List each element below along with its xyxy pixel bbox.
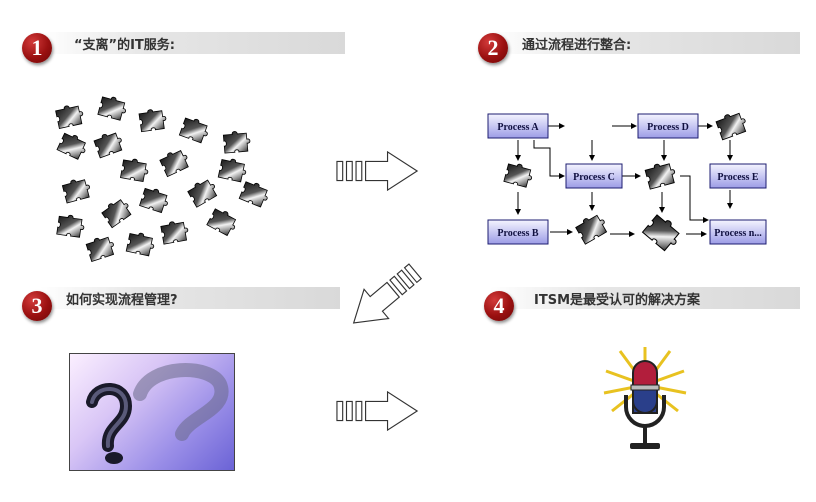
section-1-title: “支离”的IT服务:: [74, 34, 175, 53]
scattered-puzzle-pieces: [50, 90, 280, 265]
section-4-number-badge: 4: [484, 291, 514, 321]
striped-arrow-icon: [342, 256, 424, 338]
process-b-label: Process B: [497, 228, 539, 239]
process-n-label: Process n...: [714, 228, 762, 239]
process-e-box: Process E: [710, 164, 766, 188]
process-a-label: Process A: [497, 122, 539, 133]
puzzle-piece-icon: [139, 108, 168, 132]
section-2-number-badge: 2: [478, 33, 508, 63]
process-n-box: Process n...: [710, 220, 766, 244]
puzzle-piece-icon: [93, 130, 124, 158]
puzzle-piece-icon: [98, 94, 128, 121]
puzzle-piece-icon: [574, 211, 609, 244]
puzzle-piece-icon: [218, 157, 248, 183]
process-e-label: Process E: [717, 172, 759, 183]
question-mark-icon: [70, 354, 234, 470]
puzzle-piece-icon: [179, 116, 210, 144]
puzzle-piece-icon: [159, 147, 191, 177]
process-b-box: Process B: [488, 220, 548, 244]
puzzle-piece-icon: [55, 103, 85, 129]
puzzle-piece-icon: [223, 130, 251, 153]
process-d-box: Process D: [638, 114, 698, 138]
process-a-box: Process A: [488, 114, 548, 138]
process-c-box: Process C: [566, 164, 622, 188]
process-diagram: Process A Process D Process C Process E …: [484, 100, 774, 260]
striped-arrow-icon: [335, 390, 421, 432]
section-2-title: 通过流程进行整合:: [522, 34, 631, 53]
puzzle-piece-icon: [644, 160, 677, 189]
puzzle-piece-icon: [100, 196, 133, 228]
section-3-title: 如何实现流程管理?: [66, 289, 178, 308]
puzzle-piece-icon: [504, 161, 534, 188]
puzzle-piece-icon: [160, 219, 189, 244]
puzzle-piece-icon: [207, 207, 240, 237]
puzzle-piece-icon: [57, 214, 86, 238]
question-mark-image: [69, 353, 235, 471]
puzzle-piece-icon: [643, 212, 684, 253]
puzzle-piece-icon: [186, 176, 219, 207]
puzzle-piece-icon: [62, 176, 92, 203]
striped-arrow-icon: [335, 150, 421, 192]
puzzle-piece-icon: [85, 234, 116, 262]
process-d-label: Process D: [647, 122, 689, 133]
section-1-number-badge: 1: [22, 33, 52, 63]
microphone-icon: [600, 345, 690, 455]
puzzle-piece-icon: [239, 179, 271, 208]
puzzle-piece-icon: [715, 110, 749, 140]
puzzle-piece-icon: [140, 186, 171, 214]
section-3-number-badge: 3: [22, 291, 52, 321]
process-c-label: Process C: [573, 172, 615, 183]
section-4-title: ITSM是最受认可的解决方案: [534, 289, 700, 308]
puzzle-piece-icon: [126, 231, 156, 257]
puzzle-piece-icon: [120, 157, 149, 182]
puzzle-piece-icon: [57, 131, 89, 161]
